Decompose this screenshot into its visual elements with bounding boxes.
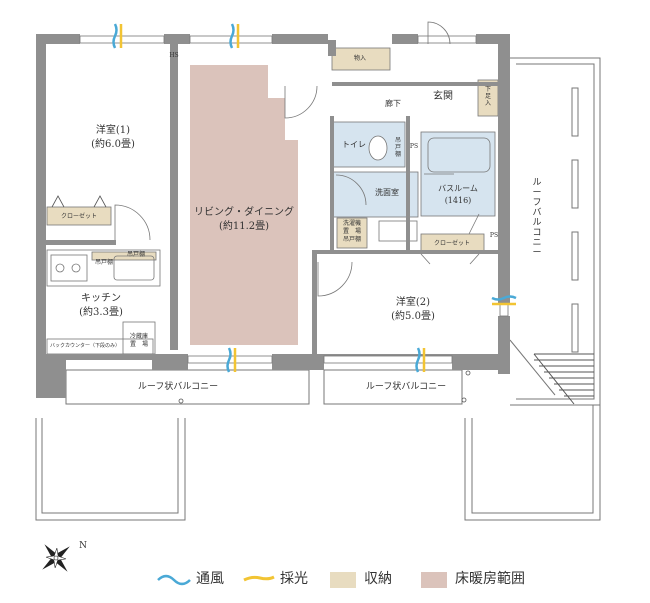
living-dining-size: (約11.2畳) [218,221,270,232]
drain-marks [178,370,471,404]
washbasin [378,220,418,242]
corridor-label: 廊下 [385,99,401,108]
bathtub [427,137,491,173]
ps-1-label: PS [409,143,419,150]
balcony-rail-marks [571,87,579,353]
toilet-label: トイレ [342,140,366,149]
washroom-label: 洗面室 [375,188,399,197]
hs-label: HS [169,52,179,59]
floor-heating-area [190,65,298,345]
closet-1-label: クローゼット [60,213,97,220]
toilet-bowl [368,135,388,161]
legend-light-icon [243,575,275,582]
stair-hatch [533,353,594,405]
fridge-space-line1: 冷蔵庫 [129,333,148,340]
ps-2-label: PS [489,232,499,239]
ventilation-light-markers [112,23,517,373]
fridge-space-line2: 置 場 [129,341,148,348]
roof-balcony-mid-label: ルーフ状バルコニー [365,382,447,392]
shoe-cabinet-label: 下足入 [484,86,491,107]
legend-storage-swatch [330,572,356,588]
kitchen-name: キッチン [81,293,121,304]
washer-space-line3: 吊戸棚 [342,236,361,243]
walls [36,34,510,398]
upper-shelf-kitchen-label: 吊戸棚 [94,259,113,266]
toilet-shelf-label: 吊戸棚 [394,137,401,158]
legend-floor-heating-label: 床暖房範囲 [455,571,525,587]
hood-label: 吊戸棚 [126,251,145,258]
washer-space-line1: 洗濯機 [342,220,361,227]
back-counter-label: バックカウンター（下段のみ） [49,343,120,349]
compass-icon [42,544,70,572]
legend-heating-swatch [421,572,447,588]
closet-marks [51,195,107,208]
bathroom-name: バスルーム [438,184,478,193]
compass-north-letter: N [79,541,87,551]
entrance-label: 玄関 [433,91,453,102]
legend-daylight-label: 採光 [280,571,308,587]
storage-label: 物入 [353,55,366,62]
door-swings [114,21,480,297]
wet-areas [331,121,496,218]
kitchen-size: (約3.3畳) [79,307,123,318]
legend-ventilation-label: 通風 [196,571,224,587]
living-dining-name: リビング・ダイニング [194,207,294,218]
roof-balcony-right-label: ルーフバルコニー [532,178,542,258]
legend-wind-icon [157,574,191,586]
bathroom-size: (1416) [444,196,472,205]
legend-storage-label: 収納 [364,571,392,587]
closet-2-label: クローゼット [433,240,470,247]
western-room-1-size: (約6.0畳) [91,139,135,150]
western-room-2-size: (約5.0畳) [391,311,435,322]
roof-balcony-left-label: ルーフ状バルコニー [137,382,219,392]
washer-space-line2: 置 場 [342,228,361,235]
western-room-1-name: 洋室(1) [95,125,131,136]
western-room-2-name: 洋室(2) [395,297,431,308]
